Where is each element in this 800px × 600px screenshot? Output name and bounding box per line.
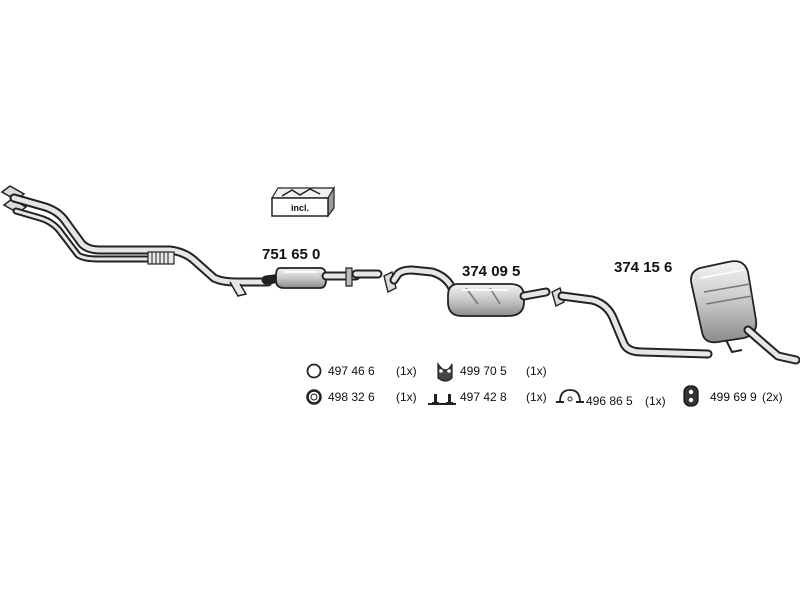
- rubber-mount-icon: [683, 385, 699, 407]
- accessory-number: 497 42 8: [460, 390, 507, 404]
- catalytic-converter[interactable]: [261, 267, 383, 289]
- accessory-qty: (1x): [396, 364, 417, 378]
- cat-flange: [345, 267, 353, 287]
- front-pipe-bracket: [229, 281, 248, 297]
- accessory-qty: (1x): [396, 390, 417, 404]
- accessory-item[interactable]: 499 70 5 (1x): [437, 362, 547, 382]
- incl-label: incl.: [291, 203, 309, 213]
- accessory-qty: (2x): [762, 390, 783, 404]
- accessory-qty: (1x): [526, 364, 547, 378]
- part-number-374-15-6: 374 15 6: [614, 259, 672, 276]
- middle-silencer[interactable]: [383, 265, 551, 317]
- ring-gasket-icon: [306, 363, 322, 379]
- accessory-item[interactable]: 496 86 5 (1x): [556, 389, 666, 408]
- accessory-number: 496 86 5: [586, 394, 633, 408]
- front-pipe[interactable]: [0, 185, 273, 297]
- rear-silencer[interactable]: [551, 260, 800, 365]
- rubber-hanger-icon: [437, 362, 453, 382]
- bolt-clamp-icon: [428, 394, 456, 405]
- accessory-number: 499 70 5: [460, 364, 507, 378]
- accessory-item[interactable]: 497 46 6 (1x): [306, 363, 417, 379]
- rear-silencer-hanger: [725, 339, 743, 354]
- pipe-clamp-icon: [556, 389, 584, 403]
- part-number-374-09-5: 374 09 5: [462, 263, 520, 280]
- accessory-qty: (1x): [526, 390, 547, 404]
- accessory-item[interactable]: 499 69 9 (2x): [683, 385, 783, 407]
- accessory-qty: (1x): [645, 394, 666, 408]
- incl-box: incl.: [270, 185, 336, 218]
- accessory-item[interactable]: 497 42 8 (1x): [428, 390, 547, 405]
- accessory-number: 498 32 6: [328, 390, 375, 404]
- accessory-number: 497 46 6: [328, 364, 375, 378]
- part-number-751-65-0: 751 65 0: [262, 246, 320, 263]
- accessory-number: 499 69 9: [710, 390, 757, 404]
- ring-gasket-thick-icon: [306, 389, 322, 405]
- accessory-item[interactable]: 498 32 6 (1x): [306, 389, 417, 405]
